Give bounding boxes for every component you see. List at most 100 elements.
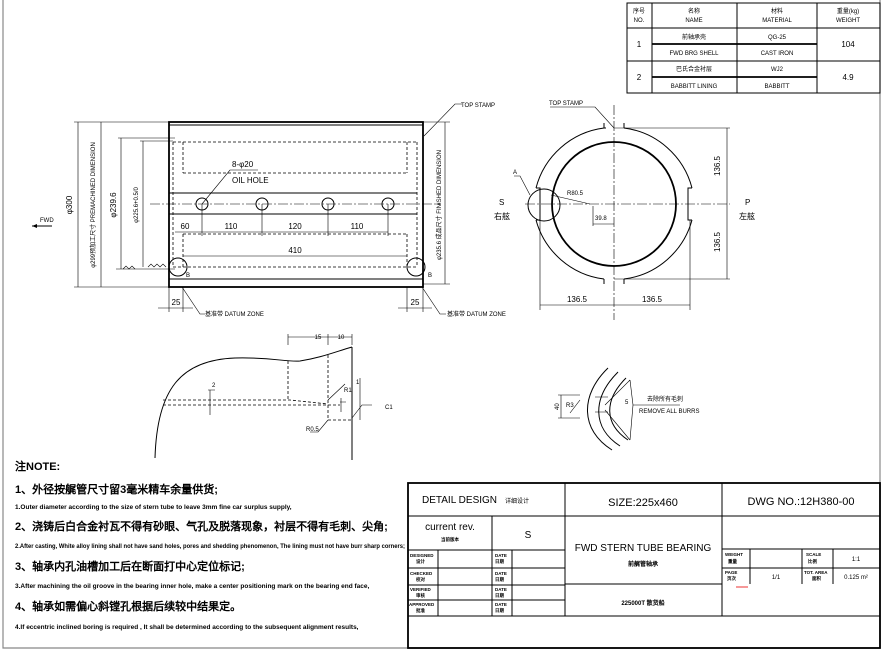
surface-finish-symbol <box>122 263 167 270</box>
designed-label: DESIGNED <box>410 553 434 558</box>
notes: 注NOTE: 1、外径按艉管尺寸留3毫米精车余量供货; 1.Outer diam… <box>15 459 405 631</box>
remove-burrs-en: REMOVE ALL BURRS <box>639 409 699 415</box>
date-cn-1: 日期 <box>495 558 504 565</box>
row1-name-cn: 前轴承壳 <box>682 33 706 41</box>
row1-material-cn: QG-25 <box>768 35 787 41</box>
scale-cn: 比例 <box>808 558 817 565</box>
row2-weight: 4.9 <box>842 73 854 82</box>
detail-b-label-right: B <box>428 273 432 279</box>
row1-material: CAST IRON <box>761 51 794 57</box>
detail-a-view: 40 R3 5 去除所有毛刺 REMOVE ALL BURRS <box>555 367 699 451</box>
dim-d239: φ239.6 <box>109 192 118 218</box>
row2-name: BABBITT LINING <box>671 84 718 90</box>
notes-title: 注NOTE: <box>15 459 60 473</box>
fwd-label: FWD <box>40 218 54 224</box>
drawing-title: FWD STERN TUBE BEARING <box>575 543 712 554</box>
detail-design-cn: 详细设计 <box>505 497 529 505</box>
header-name-cn: 名称 <box>688 7 700 15</box>
starboard-s: S <box>499 198 504 207</box>
dim-136-5-bottom: 136.5 <box>713 231 722 252</box>
drawing-title-cn: 前艉管轴承 <box>628 560 658 568</box>
date-label-3: DATE <box>495 587 507 592</box>
total-area-label: TOT. AREA <box>804 570 828 575</box>
title-block: DETAIL DESIGN 详细设计 SIZE:225x460 DWG NO.:… <box>407 482 881 649</box>
row1-no: 1 <box>637 40 642 49</box>
fwd-arrow-icon <box>32 224 37 228</box>
revision-value: S <box>525 530 532 541</box>
dim-136-5-left: 136.5 <box>567 295 588 304</box>
top-stamp-label-end: TOP STAMP <box>549 101 583 107</box>
dim-d300: φ300 <box>65 195 74 214</box>
row1-name: FWD BRG SHELL <box>669 51 719 57</box>
detail-b-label-left: B <box>186 273 190 279</box>
dim-120: 120 <box>288 222 302 231</box>
total-area-cn: 面积 <box>812 575 821 582</box>
checked-cn: 校对 <box>416 576 425 583</box>
radius-r1: R1 <box>344 388 352 394</box>
current-rev-label: current rev. <box>425 522 475 533</box>
end-view: 136.5 136.5 136.5 136.5 A R80.5 39.8 TOP… <box>494 101 755 320</box>
dim-110-b: 110 <box>351 222 364 231</box>
side-section-view: 60 110 120 110 410 8-φ20 OIL HOLE φ300 φ… <box>32 103 506 318</box>
note-2-en: 2.After casting, White alloy lining shal… <box>15 543 405 550</box>
starboard-cn: 右舷 <box>494 211 510 221</box>
dim-410: 410 <box>288 246 302 255</box>
dim-d225: φ225.6+0.5/0 <box>134 186 140 222</box>
dim-25-right: 25 <box>411 298 420 307</box>
weight-label: WEIGHT <box>725 552 743 557</box>
detail-b-marker-right <box>406 257 426 277</box>
detail-design-label: DETAIL DESIGN <box>422 495 497 506</box>
detail-a-marker <box>527 188 561 222</box>
row1-weight: 104 <box>841 40 855 49</box>
header-material: MATERIAL <box>762 18 792 24</box>
approved-label: APPROVED <box>409 602 435 607</box>
header-material-cn: 材料 <box>771 7 783 15</box>
offset-39-8: 39.8 <box>595 216 607 222</box>
header-name: NAME <box>685 18 702 24</box>
date-label-4: DATE <box>495 602 507 607</box>
row2-no: 2 <box>637 73 642 82</box>
current-rev-cn: 当前版本 <box>441 536 459 543</box>
approved-cn: 批准 <box>416 607 425 614</box>
oil-hole-count: 8-φ20 <box>232 160 254 169</box>
dim-1: 1 <box>356 380 360 386</box>
detail-b-view: 15 10 2 R1 1 C1 R0.5 <box>154 334 393 460</box>
note-3-en: 3.After machining the oil groove in the … <box>15 583 370 590</box>
drawing-number: DWG NO.:12H380-00 <box>748 496 855 508</box>
dim-15: 15 <box>315 335 322 341</box>
header-no: NO. <box>634 18 645 24</box>
top-stamp-label: TOP STAMP <box>461 103 495 109</box>
page-value: 1/1 <box>772 575 781 581</box>
dim-40: 40 <box>555 403 561 410</box>
radius-r3: R3 <box>566 403 574 409</box>
dim-d235-finished: φ235.6 成品尺寸 FINISHED DIMENSION <box>435 150 443 260</box>
verified-cn: 审核 <box>416 592 425 599</box>
row2-name-cn: 巴氏合金衬层 <box>676 65 712 73</box>
detail-b-marker-left <box>168 257 188 277</box>
dim-136-5-right: 136.5 <box>642 295 663 304</box>
verified-label: VERIFIED <box>410 587 432 592</box>
dim-60: 60 <box>181 222 190 231</box>
remove-burrs-cn: 去除所有毛刺 <box>647 395 683 403</box>
checked-label: CHECKED <box>410 571 433 576</box>
oil-hole-label: OIL HOLE <box>232 176 269 185</box>
detail-a-label: A <box>513 170 517 176</box>
page-cn: 页次 <box>727 575 736 582</box>
date-cn-4: 日期 <box>495 607 504 614</box>
page-label: PAGE <box>725 570 737 575</box>
dim-25-left: 25 <box>172 298 181 307</box>
dim-136-5-top: 136.5 <box>713 155 722 176</box>
header-no-cn: 序号 <box>633 7 645 15</box>
scale-label: SCALE <box>806 552 821 557</box>
date-cn-2: 日期 <box>495 576 504 583</box>
datum-zone-right: 基准带 DATUM ZONE <box>447 310 506 318</box>
note-1-en: 1.Outer diameter according to the size o… <box>15 504 292 511</box>
row2-material: BABBITT <box>764 84 789 90</box>
drawing-size: SIZE:225x460 <box>608 497 678 509</box>
port-cn: 左舷 <box>739 211 755 221</box>
dim-110-a: 110 <box>225 222 238 231</box>
note-4-cn: 4、轴承如需偏心斜镗孔根据后续较中结果定。 <box>15 599 241 613</box>
signature-rows: DESIGNED 设计 CHECKED 校对 VERIFIED 审核 APPRO… <box>409 553 507 614</box>
